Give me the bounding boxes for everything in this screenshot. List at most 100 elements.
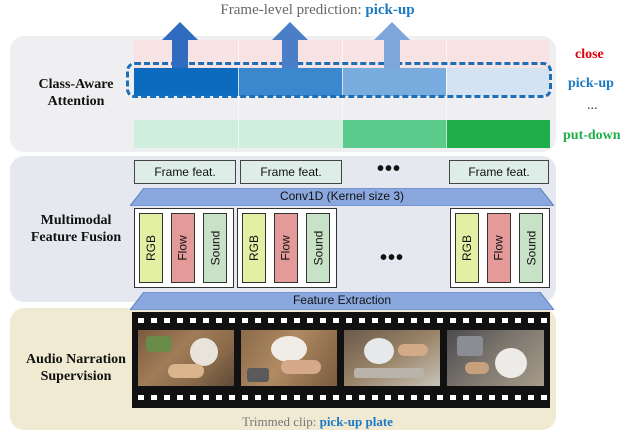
narration-label-line1: Audio Narration — [26, 352, 126, 367]
feature-extraction-label: Feature Extraction — [292, 293, 392, 307]
film-sprocket-hole — [294, 395, 300, 400]
rgb-label: RGB — [144, 234, 159, 262]
film-sprocket-hole — [333, 318, 339, 323]
grid-divider — [446, 40, 447, 148]
sound-label: Sound — [311, 230, 326, 266]
film-sprocket-hole — [502, 395, 508, 400]
video-frame-4 — [447, 330, 544, 386]
rgb-label: RGB — [247, 234, 262, 262]
clip-label: pick-up plate — [319, 414, 393, 429]
film-sprocket-hole — [177, 318, 183, 323]
video-frame-3 — [344, 330, 440, 386]
film-sprocket-hole — [489, 318, 495, 323]
film-sprocket-hole — [359, 395, 365, 400]
putdown-cell-1 — [134, 120, 238, 148]
film-sprocket-hole — [411, 395, 417, 400]
film-sprocket-hole — [333, 395, 339, 400]
film-sprocket-hole — [359, 318, 365, 323]
film-sprocket-hole — [385, 318, 391, 323]
rgb-block: RGB — [139, 213, 163, 283]
film-sprocket-hole — [528, 395, 534, 400]
film-sprocket-hole — [307, 395, 313, 400]
up-arrow-icon — [374, 22, 410, 68]
narration-label-line2: Supervision — [40, 369, 112, 384]
film-sprocket-hole — [515, 318, 521, 323]
film-sprocket-hole — [450, 318, 456, 323]
film-sprocket-hole — [346, 318, 352, 323]
film-sprocket-hole — [528, 318, 534, 323]
pickup-cell-4 — [446, 68, 550, 96]
film-sprocket-hole — [138, 395, 144, 400]
class-close: close — [575, 47, 604, 62]
film-sprocket-hole — [489, 395, 495, 400]
film-sprocket-hole — [437, 395, 443, 400]
film-sprocket-hole — [476, 318, 482, 323]
video-frame-2 — [241, 330, 337, 386]
up-arrow-icon — [272, 22, 308, 68]
film-sprocket-hole — [164, 395, 170, 400]
film-sprocket-hole — [177, 395, 183, 400]
film-sprocket-hole — [229, 395, 235, 400]
film-sprocket-hole — [320, 318, 326, 323]
film-sprocket-hole — [294, 318, 300, 323]
film-sprocket-hole — [463, 318, 469, 323]
fusion-label-line1: Multimodal — [40, 213, 112, 228]
modality-group-2: RGB Flow Sound — [237, 208, 337, 288]
prediction-value: pick-up — [365, 2, 415, 18]
film-sprocket-hole — [398, 395, 404, 400]
film-sprocket-hole — [515, 395, 521, 400]
sound-block: Sound — [306, 213, 330, 283]
rgb-block: RGB — [242, 213, 266, 283]
film-sprocket-hole — [541, 318, 547, 323]
film-sprocket-hole — [255, 318, 261, 323]
film-sprocket-hole — [320, 395, 326, 400]
film-sprocket-hole — [424, 318, 430, 323]
film-sprocket-hole — [411, 318, 417, 323]
feat-ellipsis: ••• — [377, 158, 402, 180]
prediction-header: Frame-level prediction: pick-up — [0, 2, 635, 19]
class-ellipsis: ... — [587, 98, 598, 113]
film-sprocket-hole — [463, 395, 469, 400]
film-sprocket-hole — [190, 395, 196, 400]
film-sprocket-hole — [346, 395, 352, 400]
flow-label: Flow — [279, 235, 293, 261]
pickup-cell-3 — [342, 68, 446, 96]
film-sprocket-hole — [437, 318, 443, 323]
film-sprocket-hole — [307, 318, 313, 323]
film-sprocket-hole — [281, 318, 287, 323]
film-holes-bottom — [132, 395, 550, 401]
rgb-label: RGB — [460, 234, 475, 262]
film-sprocket-hole — [190, 318, 196, 323]
film-sprocket-hole — [450, 395, 456, 400]
film-sprocket-hole — [203, 395, 209, 400]
attention-label-line1: Class-Aware — [38, 77, 114, 92]
putdown-cell-3 — [342, 120, 446, 148]
putdown-cell-2 — [238, 120, 342, 148]
flow-block: Flow — [487, 213, 511, 283]
modality-group-1: RGB Flow Sound — [134, 208, 234, 288]
prediction-prefix: Frame-level prediction: — [220, 2, 366, 18]
pickup-cell-2 — [238, 68, 342, 96]
flow-block: Flow — [274, 213, 298, 283]
fusion-label: Multimodal Feature Fusion — [18, 212, 134, 246]
clip-caption: Trimmed clip: pick-up plate — [0, 414, 635, 430]
frame-feat-2: Frame feat. — [240, 160, 342, 184]
film-sprocket-hole — [255, 395, 261, 400]
film-sprocket-hole — [229, 318, 235, 323]
frame-feat-1: Frame feat. — [134, 160, 236, 184]
grid-divider — [238, 40, 239, 148]
film-sprocket-hole — [151, 395, 157, 400]
sound-block: Sound — [203, 213, 227, 283]
film-sprocket-hole — [242, 318, 248, 323]
film-sprocket-hole — [151, 318, 157, 323]
grid-divider — [342, 40, 343, 148]
pickup-highlight — [126, 62, 552, 98]
film-holes-top — [132, 318, 550, 324]
modality-group-4: RGB Flow Sound — [450, 208, 550, 288]
film-sprocket-hole — [541, 395, 547, 400]
film-sprocket-hole — [203, 318, 209, 323]
clip-prefix: Trimmed clip: — [242, 414, 320, 429]
film-sprocket-hole — [281, 395, 287, 400]
narration-label: Audio Narration Supervision — [14, 351, 138, 385]
sound-label: Sound — [208, 230, 223, 266]
